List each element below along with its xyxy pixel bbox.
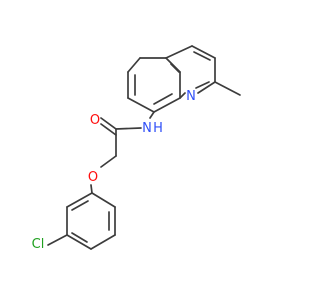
- bond: [127, 97, 155, 113]
- bond: [195, 81, 210, 89]
- carbonyl-oxygen-label: O: [90, 113, 100, 128]
- bond: [197, 81, 216, 94]
- bond: [179, 92, 186, 99]
- bond: [165, 45, 193, 59]
- bond: [66, 192, 93, 208]
- bond: [153, 93, 173, 105]
- bond: [90, 234, 116, 250]
- amide-hydrogen-label: H: [153, 121, 163, 136]
- bond: [66, 234, 92, 250]
- molecule-structure: N N H O O Cl: [31, 45, 241, 252]
- bond: [90, 184, 93, 194]
- bond: [100, 117, 117, 130]
- bond: [193, 51, 211, 61]
- amide-nitrogen-label: N: [142, 121, 152, 136]
- bond: [91, 192, 116, 208]
- bond: [47, 234, 68, 246]
- bond: [71, 232, 88, 243]
- quinoline-nitrogen-label: N: [186, 89, 196, 104]
- bond: [170, 63, 180, 73]
- bond: [153, 97, 181, 113]
- bond: [71, 200, 89, 211]
- bond: [115, 127, 142, 130]
- bond: [127, 57, 141, 73]
- bond: [100, 155, 117, 168]
- bond-layer: [47, 45, 241, 250]
- atom-label-layer: N N H O O Cl: [32, 89, 196, 252]
- bond: [214, 81, 241, 96]
- ether-oxygen-label: O: [88, 170, 98, 185]
- bond: [191, 45, 216, 59]
- molecule-svg: N N H O O Cl: [32, 45, 241, 252]
- bond: [100, 123, 117, 136]
- chlorine-label: Cl: [32, 237, 45, 252]
- bond: [149, 111, 155, 119]
